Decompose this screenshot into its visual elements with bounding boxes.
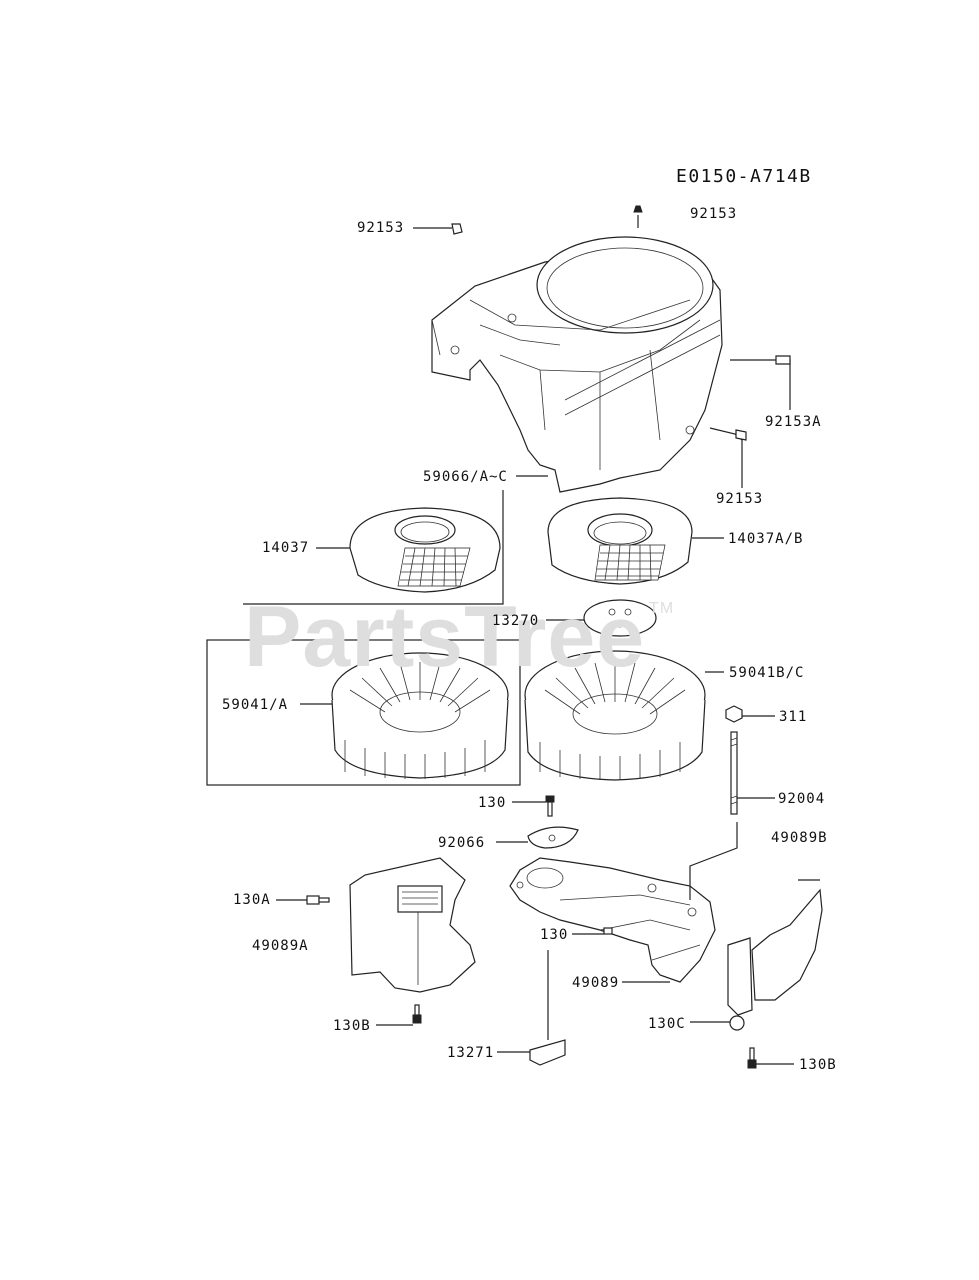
part-label-59041a[interactable]: 59041/A <box>222 697 289 713</box>
bolt-washer-drawing <box>527 795 579 849</box>
part-label-92153-left[interactable]: 92153 <box>357 220 405 236</box>
part-label-130c[interactable]: 130C <box>648 1016 686 1032</box>
part-label-59041bc[interactable]: 59041B/C <box>729 665 805 681</box>
part-label-14037ab[interactable]: 14037A/B <box>728 531 804 547</box>
cover-right-drawing <box>547 497 693 585</box>
cover-left-drawing <box>349 507 501 593</box>
part-label-92004[interactable]: 92004 <box>778 791 826 807</box>
alternate-part-box <box>206 639 521 786</box>
bracket-13271-drawing <box>529 927 613 1066</box>
blower-housing-drawing <box>431 236 723 493</box>
baffle-49089a-drawing <box>306 857 476 1024</box>
part-label-92153-right[interactable]: 92153 <box>716 491 764 507</box>
nut-stud-drawing <box>725 705 743 815</box>
part-label-49089[interactable]: 49089 <box>572 975 620 991</box>
leader-lines <box>243 205 820 1065</box>
part-label-92153-top[interactable]: 92153 <box>690 206 738 222</box>
part-label-130-top[interactable]: 130 <box>478 795 507 811</box>
part-label-59066[interactable]: 59066/A~C <box>423 469 508 485</box>
part-label-130b-right[interactable]: 130B <box>799 1057 837 1073</box>
part-label-130a[interactable]: 130A <box>233 892 271 908</box>
part-label-13270[interactable]: 13270 <box>492 613 540 629</box>
part-label-311[interactable]: 311 <box>779 709 808 725</box>
part-label-14037[interactable]: 14037 <box>262 540 310 556</box>
part-label-130-mid[interactable]: 130 <box>540 927 569 943</box>
plate-13270-drawing <box>583 599 657 637</box>
part-label-92153a[interactable]: 92153A <box>765 414 822 430</box>
baffle-49089-drawing <box>509 857 716 983</box>
baffle-49089b-drawing <box>727 888 823 1069</box>
part-label-49089a[interactable]: 49089A <box>252 938 309 954</box>
part-label-130b-left[interactable]: 130B <box>333 1018 371 1034</box>
fan-right-drawing <box>524 650 706 781</box>
part-label-13271[interactable]: 13271 <box>447 1045 495 1061</box>
part-label-92066[interactable]: 92066 <box>438 835 486 851</box>
fan-left-drawing <box>331 652 509 779</box>
drawing-code: E0150-A714B <box>676 166 812 187</box>
part-label-49089b[interactable]: 49089B <box>771 830 828 846</box>
